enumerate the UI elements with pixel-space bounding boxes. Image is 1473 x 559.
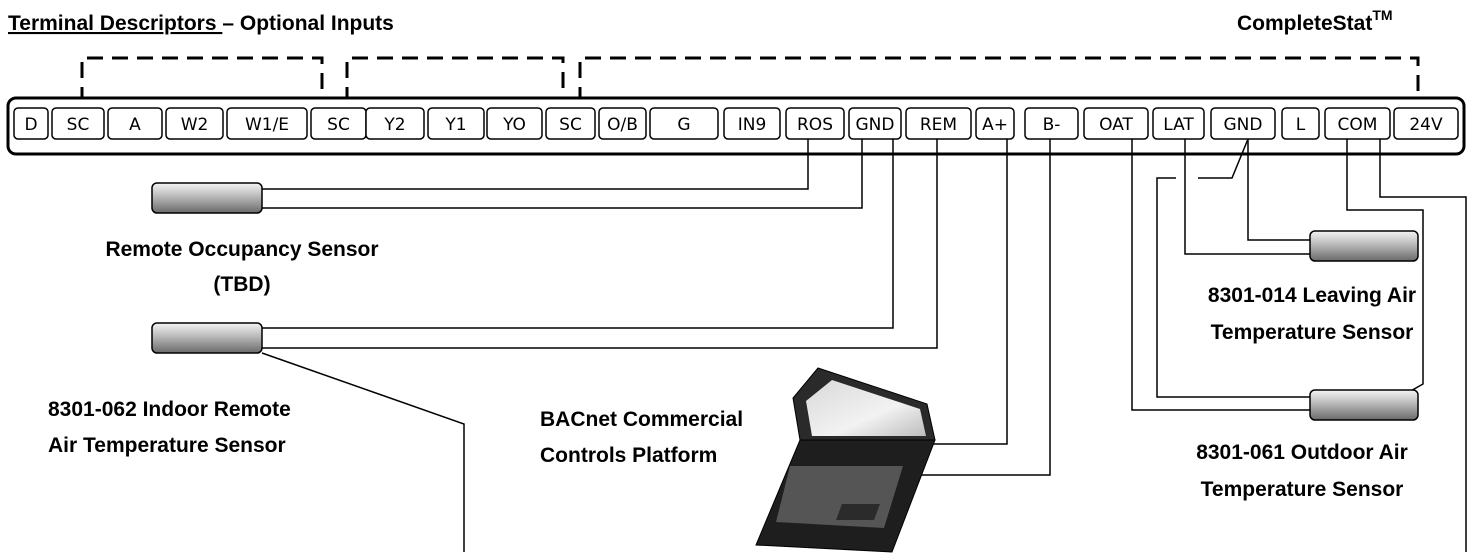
terminal-g-box <box>649 107 719 140</box>
terminal-oat-label: OAT <box>1099 115 1133 135</box>
terminal-l-label: L <box>1296 115 1306 135</box>
bacnet-label-line1: BACnet Commercial <box>540 408 743 431</box>
terminal-com-box <box>1324 107 1391 140</box>
terminal-oat-box <box>1083 107 1149 140</box>
terminal-sc-box <box>545 107 596 140</box>
terminal-sc-box <box>51 107 105 140</box>
terminal-w1-e-box <box>226 107 308 140</box>
terminal-gnd-box <box>848 107 902 140</box>
terminal-yo-label: YO <box>502 115 526 135</box>
jumper-lines <box>80 56 1420 103</box>
trademark-superscript: TM <box>1372 7 1392 23</box>
page-title: Terminal Descriptors – Optional Inputs <box>8 12 394 35</box>
indoor-sensor-icon <box>151 322 263 354</box>
title-underlined-part: Terminal Descriptors <box>8 12 222 35</box>
occupancy-sensor-label-line1: Remote Occupancy Sensor <box>105 238 378 261</box>
terminal-com-label: COM <box>1338 115 1378 135</box>
terminal-sc-label: SC <box>559 115 582 135</box>
leaving-air-sensor-icon <box>1309 230 1419 262</box>
outdoor-air-label-line2: Temperature Sensor <box>1201 478 1404 501</box>
terminal-24v-label: 24V <box>1409 115 1443 135</box>
terminal-rem-label: REM <box>920 115 957 135</box>
terminal-w2-box <box>165 107 224 140</box>
terminal-w1-e-label: W1/E <box>245 115 289 135</box>
terminal-a-box <box>107 107 163 140</box>
terminal-lat-box <box>1152 107 1205 140</box>
bacnet-label-line2: Controls Platform <box>540 444 717 467</box>
terminal-y1-label: Y1 <box>444 115 466 135</box>
terminal-yo-box <box>486 107 543 140</box>
terminal-24v-box <box>1393 107 1459 140</box>
outdoor-air-label-line1: 8301-061 Outdoor Air <box>1196 441 1408 464</box>
terminal-ros-box <box>785 107 845 140</box>
terminal-g-label: G <box>677 115 690 135</box>
indoor-sensor-label-line1: 8301-062 Indoor Remote <box>48 398 291 421</box>
terminal-gnd-box <box>1210 107 1276 140</box>
terminal-in9-box <box>723 107 781 140</box>
terminal-gnd-label: GND <box>1224 115 1263 135</box>
terminal-a-label: A <box>129 115 141 135</box>
terminal-o-b-box <box>598 107 647 140</box>
terminal-in9-label: IN9 <box>738 115 767 135</box>
indoor-sensor-label-line2: Air Temperature Sensor <box>48 434 286 457</box>
terminal-y2-box <box>365 107 425 140</box>
product-label: CompleteStat <box>1237 12 1372 35</box>
terminal-o-b-label: O/B <box>607 115 638 135</box>
leaving-air-label-line2: Temperature Sensor <box>1211 321 1414 344</box>
terminal-sc-label: SC <box>327 115 350 135</box>
title-rest: – Optional Inputs <box>222 12 394 35</box>
leaving-air-label-line1: 8301-014 Leaving Air <box>1208 284 1416 307</box>
product-name: CompleteStatTM <box>1237 7 1393 35</box>
sensors <box>151 182 1419 421</box>
laptop-icon <box>755 367 936 553</box>
terminal-a-label: A+ <box>982 115 1008 135</box>
terminal-l-box <box>1281 107 1320 140</box>
terminal-y2-label: Y2 <box>383 115 405 135</box>
terminal-w2-label: W2 <box>181 115 209 135</box>
terminal-gnd-label: GND <box>856 115 895 135</box>
terminal-blocks: D SC A W2 W1/E SC Y2 Y1 YO SC O/B G IN9 ROS GND REM A+ B-… <box>13 107 1459 140</box>
terminal-sc-label: SC <box>67 115 90 135</box>
terminal-ros-label: ROS <box>797 115 833 135</box>
occupancy-sensor-label-line2: (TBD) <box>213 273 270 296</box>
terminal-a-box <box>975 107 1015 140</box>
outdoor-air-sensor-icon <box>1309 389 1419 421</box>
device-labels: Remote Occupancy Sensor (TBD) 8301-062 I… <box>48 238 1416 501</box>
terminal-d-label: D <box>24 115 37 135</box>
occupancy-sensor-icon <box>151 182 263 214</box>
terminal-b-box <box>1024 107 1079 140</box>
terminal-d-box <box>13 107 49 140</box>
wires <box>261 138 1467 552</box>
terminal-b-label: B- <box>1043 115 1061 135</box>
terminal-rem-box <box>905 107 972 140</box>
terminal-lat-label: LAT <box>1163 115 1194 135</box>
terminal-y1-box <box>427 107 485 140</box>
